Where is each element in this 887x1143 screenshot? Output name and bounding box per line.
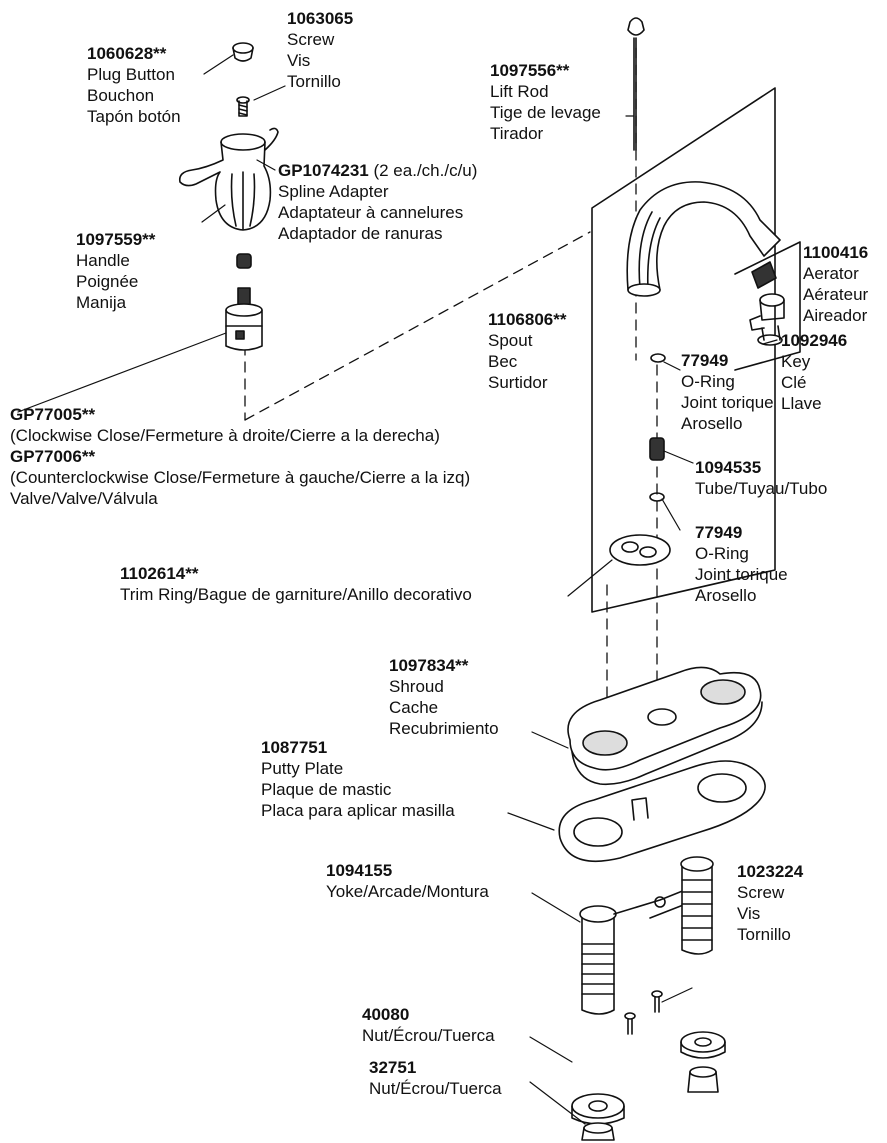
shroud-icon <box>567 666 763 786</box>
yoke-icon <box>579 856 714 1015</box>
part-number: GP77006** <box>10 447 96 466</box>
part-number: 1100416 <box>803 243 869 262</box>
part-number: 1106806** <box>488 310 567 329</box>
tube-icon <box>649 437 665 461</box>
label-aerator: 1100416 Aerator Aérateur Aireador <box>803 243 869 325</box>
part-number: 1087751 <box>261 738 328 757</box>
label-putty-plate: 1087751 Putty Plate Plaque de mastic Pla… <box>261 738 455 820</box>
trim-ring-icon <box>609 534 671 566</box>
label-plug-button: 1060628** Plug Button Bouchon Tapón botó… <box>87 44 181 126</box>
plug-button-icon <box>232 42 254 62</box>
label-valve: GP77005** (Clockwise Close/Fermeture à d… <box>10 405 471 508</box>
spout-icon <box>626 181 781 297</box>
label-spline-adapter: GP1074231 (2 ea./ch./c/u) Spline Adapter… <box>278 161 478 243</box>
part-number: 77949 <box>695 523 743 542</box>
part-number: GP1074231 <box>278 161 369 180</box>
label-o-ring-2: 77949 O-Ring Joint torique Arosello <box>695 523 788 605</box>
part-number: 1097834** <box>389 656 469 675</box>
part-number: 1094155 <box>326 861 393 880</box>
spout-plane <box>591 87 776 613</box>
part-number: 1097559** <box>76 230 156 249</box>
label-key: 1092946 Key Clé Llave <box>781 331 848 413</box>
label-shroud: 1097834** Shroud Cache Recubrimiento <box>389 656 499 738</box>
o-ring-icon <box>649 492 665 502</box>
label-trim-ring: 1102614** Trim Ring/Bague de garniture/A… <box>120 564 472 604</box>
o-ring-icon <box>650 353 666 363</box>
part-number: 1102614** <box>120 564 199 583</box>
leader-lines <box>17 54 778 1125</box>
small-nut-icon <box>581 1122 615 1141</box>
part-number: 1023224 <box>737 862 804 881</box>
label-tube: 1094535 Tube/Tuyau/Tubo <box>695 458 828 498</box>
label-screw-top: 1063065 Screw Vis Tornillo <box>287 9 354 91</box>
spline-adapter-icon <box>236 253 252 269</box>
large-nut-icon <box>680 1031 726 1059</box>
screw-bottom-icon <box>624 990 663 1035</box>
part-number: 1094535 <box>695 458 762 477</box>
valve-cartridge-icon <box>225 287 263 351</box>
part-number: 77949 <box>681 351 729 370</box>
label-screw-bottom: 1023224 Screw Vis Tornillo <box>737 862 804 944</box>
part-number: 1092946 <box>781 331 848 350</box>
part-number: 1060628** <box>87 44 167 63</box>
aerator-box <box>734 241 801 371</box>
part-number: 32751 <box>369 1058 417 1077</box>
label-yoke: 1094155 Yoke/Arcade/Montura <box>326 861 489 901</box>
small-nut-icon <box>687 1066 719 1093</box>
alignment-lines <box>244 47 658 749</box>
part-number: 40080 <box>362 1005 410 1024</box>
label-handle: 1097559** Handle Poignée Manija <box>76 230 156 312</box>
putty-plate-icon <box>558 760 766 862</box>
handle-icon <box>178 127 279 231</box>
label-nut-large: 40080 Nut/Écrou/Tuerca <box>362 1005 495 1045</box>
screw-top-icon <box>236 96 250 117</box>
aerator-icon <box>751 261 777 289</box>
label-o-ring-1: 77949 O-Ring Joint torique Arosello <box>681 351 774 433</box>
label-lift-rod: 1097556** Lift Rod Tige de levage Tirado… <box>490 61 601 143</box>
label-nut-small: 32751 Nut/Écrou/Tuerca <box>369 1058 502 1098</box>
label-spout: 1106806** Spout Bec Surtidor <box>488 310 567 392</box>
key-icon <box>749 293 785 346</box>
lift-rod-icon <box>627 17 645 151</box>
part-number: 1063065 <box>287 9 354 28</box>
part-number: 1097556** <box>490 61 570 80</box>
part-number: GP77005** <box>10 405 96 424</box>
